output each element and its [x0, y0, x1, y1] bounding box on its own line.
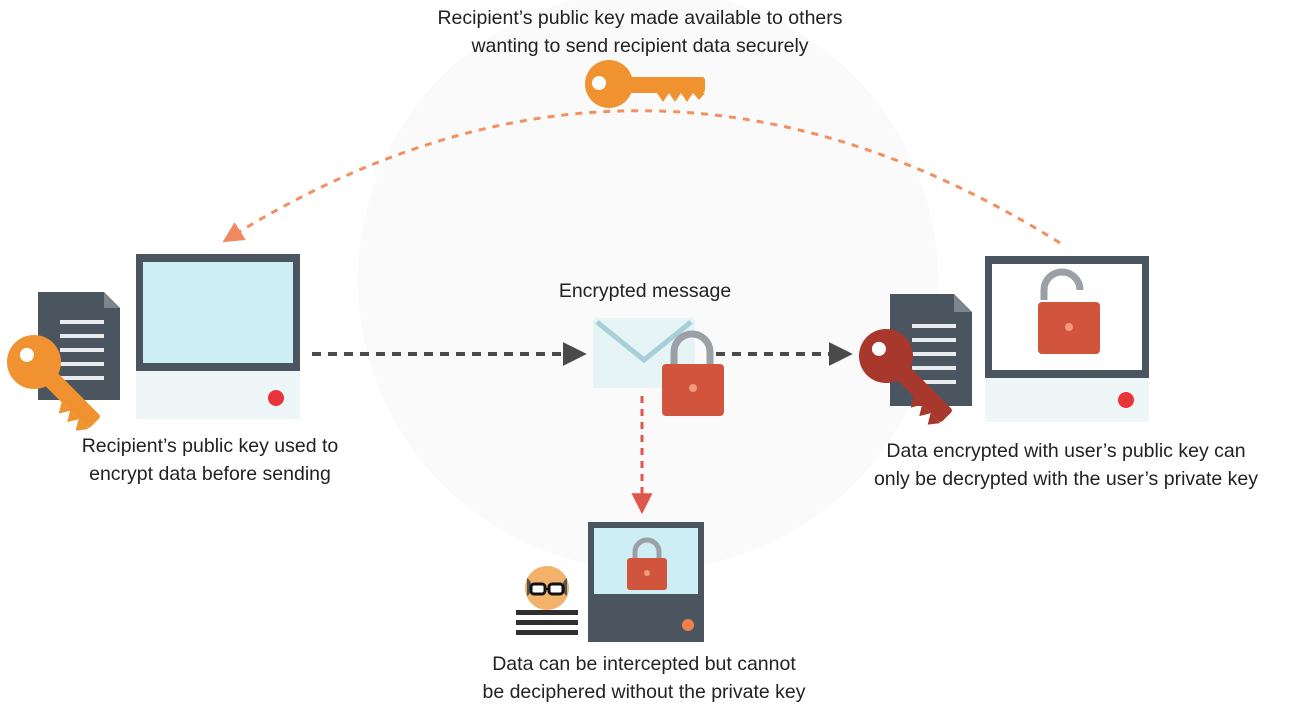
top-caption-line-1: Recipient’s public key made available to…: [437, 7, 843, 29]
interceptor-caption-line-1: Data can be intercepted but cannot: [492, 653, 796, 675]
message-caption: Encrypted message: [558, 280, 732, 302]
recipient-caption: Data encrypted with user’s public key ca…: [838, 437, 1294, 493]
private-key-icon: [859, 329, 952, 425]
sender-power-dot: [268, 390, 284, 406]
message-lock-icon: [662, 330, 724, 416]
unlocked-padlock-icon: [1038, 268, 1100, 354]
background-circle: [358, 0, 938, 570]
interceptor-caption-line-2: be deciphered without the private key: [482, 681, 806, 703]
interceptor-caption: Data can be intercepted but cannot be de…: [430, 650, 858, 706]
top-caption-line-2: wanting to send recipient data securely: [471, 35, 809, 57]
sender-screen: [143, 262, 293, 363]
interceptor-power-dot: [682, 619, 694, 631]
hacker-icon: [516, 566, 578, 642]
sender-caption-line-1: Recipient’s public key used to: [81, 435, 339, 457]
sender-computer: [136, 254, 300, 419]
sender-caption-line-2: encrypt data before sending: [89, 463, 331, 485]
sender-public-key-icon: [7, 335, 100, 431]
interceptor-lock-icon: [627, 537, 667, 590]
sender-caption: Recipient’s public key used to encrypt d…: [40, 432, 380, 488]
top-public-key-caption: Recipient’s public key made available to…: [360, 4, 920, 60]
recipient-power-dot: [1118, 392, 1134, 408]
recipient-caption-line-2: only be decrypted with the user’s privat…: [873, 468, 1259, 490]
public-key-icon: [585, 60, 705, 108]
recipient-caption-line-1: Data encrypted with user’s public key ca…: [886, 440, 1246, 462]
